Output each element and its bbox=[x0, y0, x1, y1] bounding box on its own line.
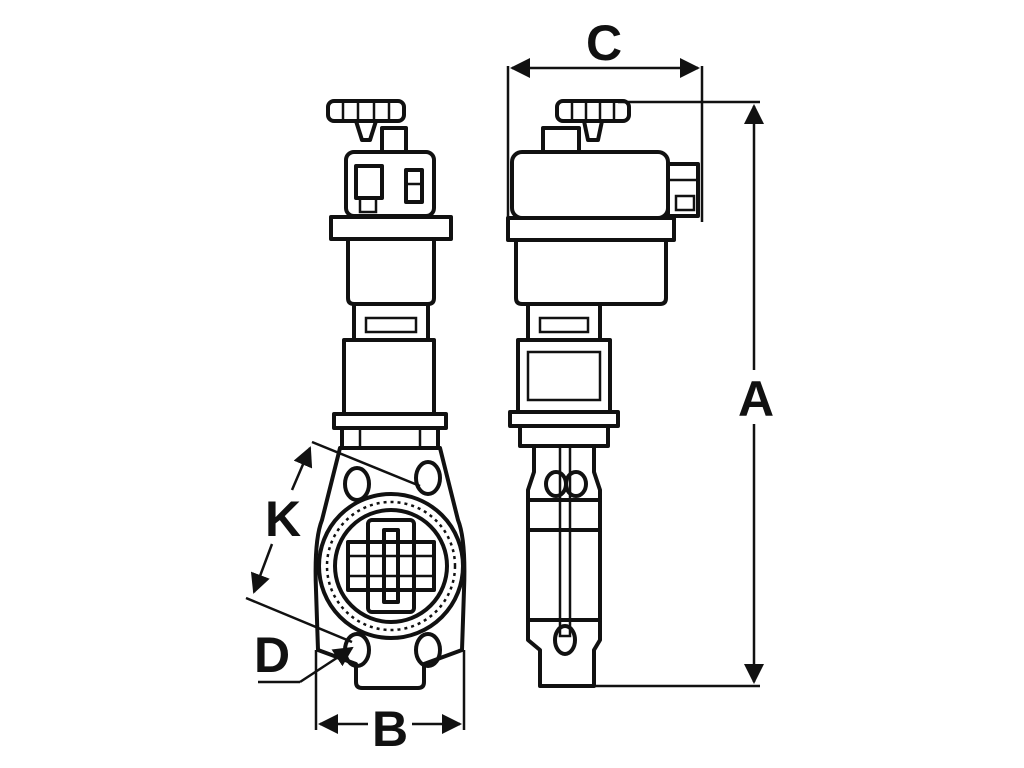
front-bore bbox=[317, 492, 465, 640]
side-actuator-head bbox=[510, 150, 670, 220]
front-coupling bbox=[342, 338, 436, 416]
front-valve-body bbox=[313, 446, 467, 690]
side-coupling bbox=[516, 338, 612, 414]
front-upper-flange bbox=[329, 215, 453, 241]
dimension-c bbox=[506, 58, 704, 222]
side-connector bbox=[666, 162, 700, 218]
side-valve-body bbox=[526, 444, 602, 688]
front-actuator-head bbox=[344, 150, 436, 218]
label-c: C bbox=[586, 15, 622, 71]
side-upper-flange bbox=[506, 216, 676, 242]
side-neck bbox=[526, 302, 602, 342]
bolt-hole-bottom-right bbox=[414, 632, 442, 668]
side-motor-housing bbox=[514, 238, 668, 306]
dimension-d bbox=[258, 646, 354, 684]
front-lower-flange bbox=[332, 412, 448, 450]
side-lower-flange bbox=[508, 410, 620, 448]
dimension-b bbox=[314, 650, 466, 734]
front-handwheel bbox=[326, 99, 408, 154]
dimension-a bbox=[594, 100, 764, 688]
side-view bbox=[506, 99, 700, 688]
bolt-hole-top-right bbox=[414, 460, 442, 496]
label-d: D bbox=[254, 627, 290, 683]
front-motor-housing bbox=[346, 237, 436, 306]
label-b: B bbox=[372, 701, 408, 757]
bolt-hole-top-left bbox=[343, 466, 371, 502]
front-view bbox=[313, 99, 467, 690]
side-handwheel bbox=[541, 99, 631, 154]
label-k: K bbox=[265, 491, 301, 547]
front-neck bbox=[352, 302, 430, 342]
dimension-k bbox=[245, 440, 421, 644]
label-a: A bbox=[738, 371, 774, 427]
